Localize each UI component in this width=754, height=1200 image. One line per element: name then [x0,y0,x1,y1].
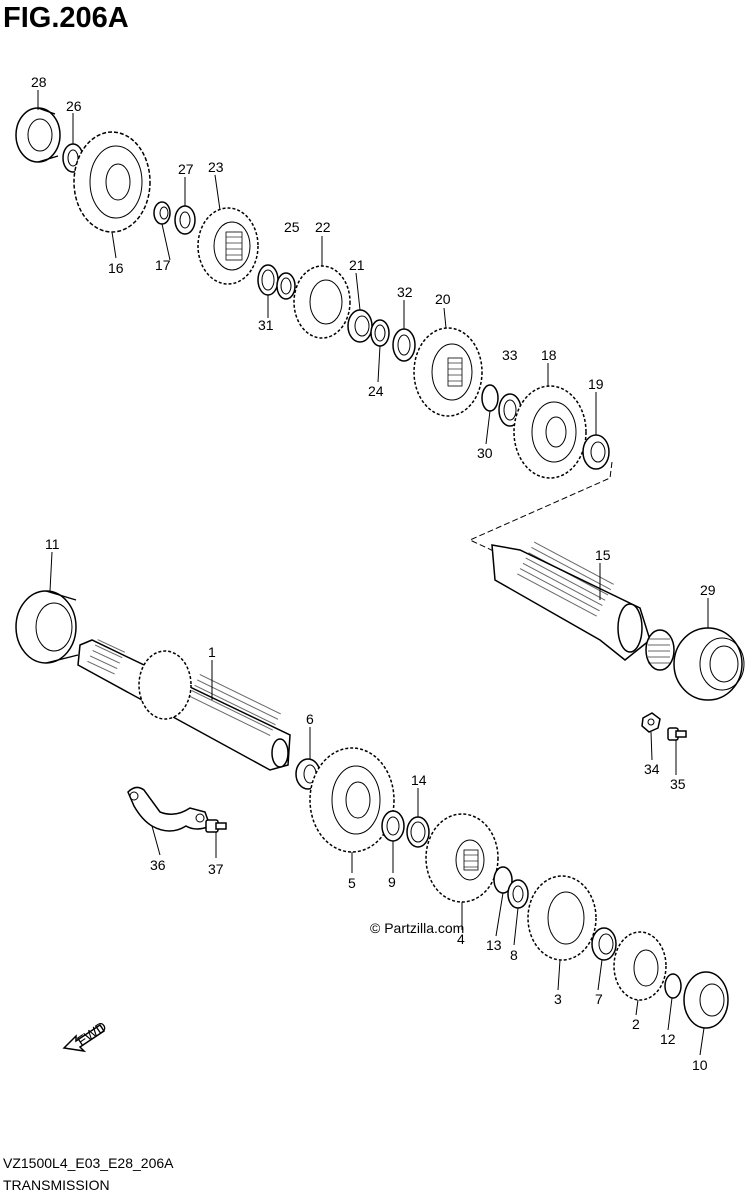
diagram-code: VZ1500L4_E03_E28_206A [3,1155,174,1171]
callout-17: 17 [155,257,171,273]
gear-22[interactable] [293,265,351,339]
callout-9: 9 [388,874,396,890]
fwd-arrow-icon: FWD [62,1018,109,1053]
callout-6: 6 [306,711,314,727]
callout-5: 5 [348,875,356,891]
watermark: © Partzilla.com [370,920,464,936]
washer-24[interactable] [370,319,390,347]
callout-29: 29 [700,582,716,598]
gear-18[interactable] [513,385,587,479]
circlip-31[interactable] [257,264,279,296]
callout-4: 4 [457,931,465,947]
callout-30: 30 [477,445,493,461]
callout-10: 10 [692,1057,708,1073]
main-shaft-1[interactable] [77,635,291,771]
callout-8: 8 [510,947,518,963]
callout-labels: 28 26 16 27 23 17 25 22 21 31 32 20 24 3… [31,74,716,1073]
needle-bearing-21[interactable] [347,309,373,343]
circlip-12[interactable] [664,973,682,999]
washer-27[interactable] [174,205,196,235]
callout-27: 27 [178,161,194,177]
screw-37[interactable] [205,819,227,833]
callout-13: 13 [486,937,502,953]
bearing-10[interactable] [683,971,729,1029]
callout-24: 24 [368,383,384,399]
callout-15: 15 [595,547,611,563]
guide-36[interactable] [127,786,211,832]
callout-37: 37 [208,861,224,877]
bearing-29[interactable] [673,627,745,701]
callout-28: 28 [31,74,47,90]
callout-1: 1 [208,644,216,660]
gear-2[interactable] [613,931,667,1001]
callout-18: 18 [541,347,557,363]
callout-26: 26 [66,98,82,114]
gear-4[interactable] [425,813,499,903]
washer-9[interactable] [381,810,405,842]
callout-11: 11 [45,536,60,552]
gear-3[interactable] [527,875,597,961]
callout-7: 7 [595,991,603,1007]
fwd-label: FWD [74,1018,109,1049]
callout-35: 35 [670,776,686,792]
diagram-caption: TRANSMISSION [3,1177,110,1193]
bolt-35[interactable] [667,727,687,741]
figure-title: FIG.206A [3,2,129,34]
callout-20: 20 [435,291,451,307]
washer-25[interactable] [276,272,296,300]
gear-23[interactable] [197,207,259,285]
bearing-28[interactable] [15,107,61,163]
callout-32: 32 [397,284,413,300]
callout-12: 12 [660,1031,676,1047]
assembly-line [468,461,613,555]
callout-33: 33 [502,347,518,363]
bushing-17[interactable] [153,201,171,225]
callout-34: 34 [644,761,660,777]
needle-bearing-7[interactable] [591,927,617,961]
nut-34[interactable] [641,712,661,733]
callout-31: 31 [258,317,274,333]
callout-22: 22 [315,219,331,235]
gear-16[interactable] [73,131,151,233]
callout-19: 19 [588,376,604,392]
washer-8[interactable] [507,879,529,909]
callout-14: 14 [411,772,427,788]
bushing-19[interactable] [582,434,610,470]
callout-23: 23 [208,159,224,175]
callout-25: 25 [284,219,300,235]
countershaft-15[interactable] [491,541,675,671]
gear-20[interactable] [413,327,483,417]
callout-2: 2 [632,1016,640,1032]
circlip-14[interactable] [406,816,430,848]
gear-5[interactable] [309,747,395,853]
bearing-11[interactable] [15,590,79,664]
callout-21: 21 [349,257,365,273]
callout-3: 3 [554,991,562,1007]
circlip-30[interactable] [481,384,499,412]
callout-16: 16 [108,260,124,276]
leader-lines [37,90,709,1056]
callout-36: 36 [150,857,166,873]
washer-32[interactable] [392,328,416,362]
